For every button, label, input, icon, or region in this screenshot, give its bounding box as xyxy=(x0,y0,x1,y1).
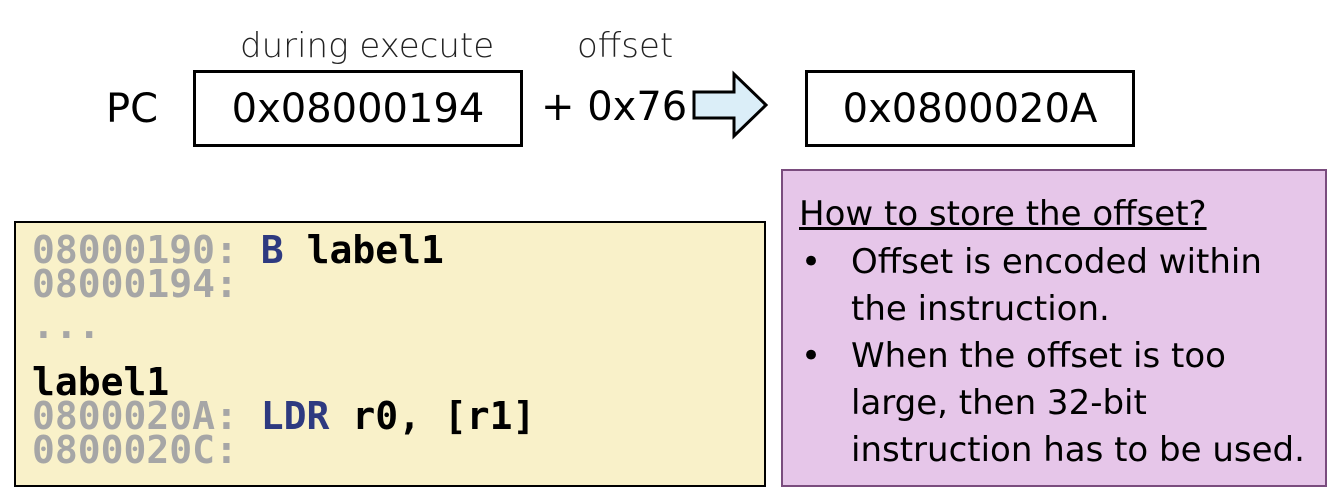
code-address: 08000194: xyxy=(32,262,238,306)
note-bullet: • Offset is encoded within the instructio… xyxy=(799,239,1319,333)
note-heading: How to store the offset? xyxy=(799,194,1207,234)
note-box: How to store the offset? • Offset is enco… xyxy=(781,169,1327,487)
code-listing: 08000190: B label1 08000194: ... label1 … xyxy=(14,221,766,487)
code-line: 08000194: xyxy=(32,262,238,306)
bullet-icon: • xyxy=(801,336,822,376)
code-mnemonic: B xyxy=(260,228,284,272)
caption-offset: offset xyxy=(577,26,674,66)
caption-during-execute: during execute xyxy=(240,26,495,66)
offset-value: + 0x76 xyxy=(541,84,688,130)
pc-value: 0x08000194 xyxy=(231,85,485,132)
right-block-arrow-icon xyxy=(692,70,769,140)
code-ellipsis: ... xyxy=(32,303,101,347)
code-address: 0800020A: xyxy=(32,394,238,438)
pc-label: PC xyxy=(106,86,159,132)
note-bullet: • When the offset is too large, then 32-b… xyxy=(799,333,1319,474)
code-line: ... xyxy=(32,303,101,347)
code-label: label1 xyxy=(32,360,170,404)
code-address: 08000190: xyxy=(32,228,238,272)
code-line: label1 xyxy=(32,360,169,404)
code-address: 0800020C: xyxy=(32,428,238,472)
code-mnemonic: LDR xyxy=(260,394,330,438)
code-line: 0800020A: LDR r0, [r1] xyxy=(32,394,535,438)
result-value: 0x0800020A xyxy=(842,85,1098,132)
note-bullet-list: • Offset is encoded within the instructio… xyxy=(799,239,1319,474)
code-line: 08000190: B label1 xyxy=(32,228,444,272)
bullet-icon: • xyxy=(801,242,822,282)
note-bullet-text: When the offset is too large, then 32-bi… xyxy=(851,336,1305,470)
code-line: 0800020C: xyxy=(32,428,238,472)
note-bullet-text: Offset is encoded within the instruction… xyxy=(851,242,1262,329)
pc-value-box: 0x08000194 xyxy=(193,70,523,147)
result-value-box: 0x0800020A xyxy=(805,70,1135,147)
code-operand: label1 xyxy=(283,228,444,272)
code-operand: r0, [r1] xyxy=(329,394,536,438)
